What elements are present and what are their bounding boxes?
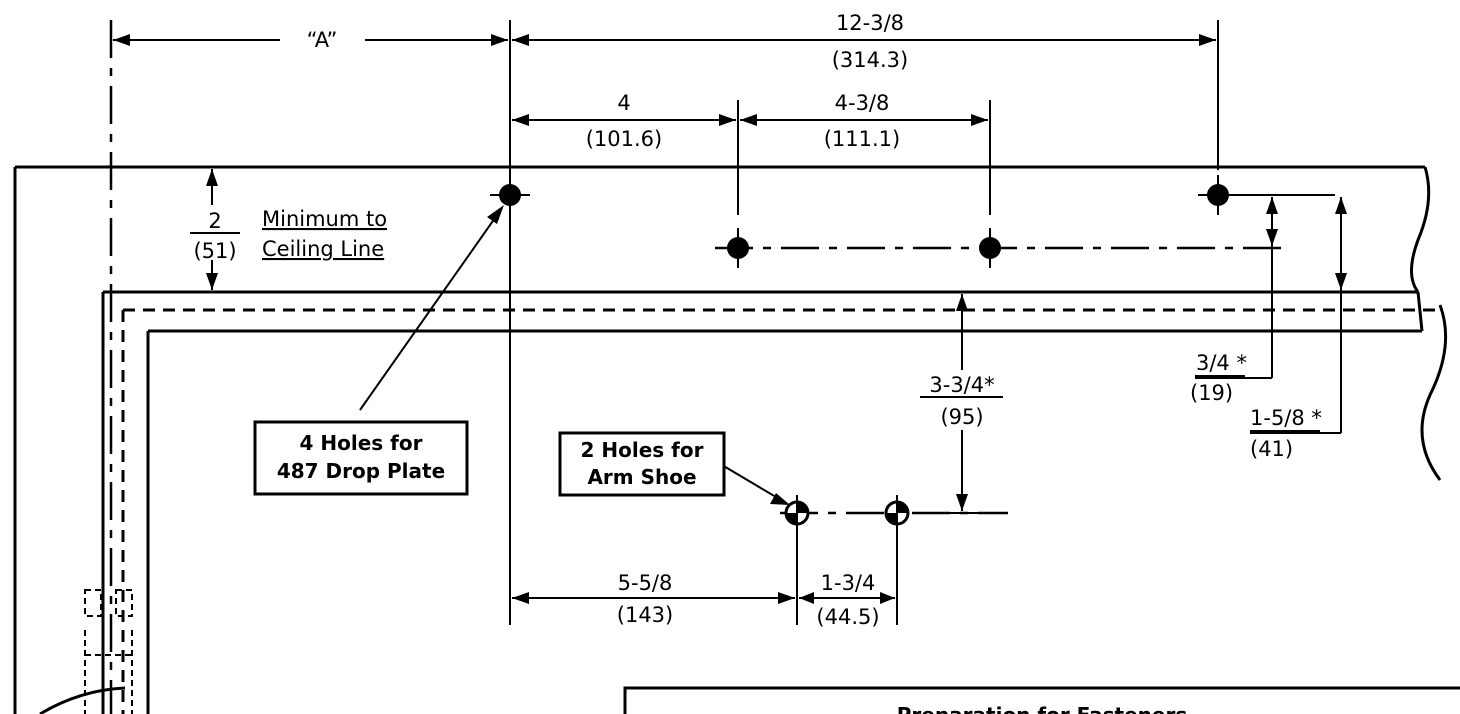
dimension-labels: “A” 12-3/8 (314.3) 4 (101.6) 4-3/8 (111.… — [193, 11, 1321, 629]
hole-marker — [784, 495, 810, 531]
dim-overall-mm: (314.3) — [832, 48, 909, 72]
dim-bottom1-in: 5-5/8 — [618, 571, 673, 595]
hole-marker — [490, 175, 530, 215]
dim-vert1-mm: (95) — [940, 405, 983, 429]
dim-vert3-mm: (41) — [1250, 437, 1293, 461]
ceiling-note-line1: Minimum to — [262, 207, 387, 231]
arm-shoe-line2: Arm Shoe — [587, 465, 696, 489]
dim-bottom2-mm: (44.5) — [816, 605, 879, 629]
dim-a-label: “A” — [307, 28, 338, 52]
dim-ceiling-in: 2 — [208, 209, 221, 233]
dim-vert2-mm: (19) — [1190, 381, 1233, 405]
dim-overall-in: 12-3/8 — [836, 11, 904, 35]
drop-plate-line1: 4 Holes for — [300, 431, 423, 455]
dimension-lines — [113, 34, 1347, 604]
ceiling-note-line2: Ceiling Line — [262, 237, 384, 261]
dim-bottom2-in: 1-3/4 — [821, 571, 876, 595]
dim-d1-mm: (101.6) — [586, 127, 663, 151]
drop-plate-callout: 4 Holes for 487 Drop Plate — [253, 420, 469, 496]
dim-vert1-in: 3-3/4* — [929, 373, 994, 397]
dim-d1-in: 4 — [617, 91, 630, 115]
fastener-table-title: Preparation for Fasteners — [897, 703, 1187, 714]
arm-shoe-callout: 2 Holes for Arm Shoe — [558, 431, 726, 497]
frame-outline — [13, 20, 1448, 714]
dim-ceiling-mm: (51) — [193, 239, 236, 263]
hole-marker — [884, 495, 910, 531]
extension-lines — [509, 20, 1335, 625]
hole-marker — [727, 228, 749, 268]
arm-shoe-line1: 2 Holes for — [581, 438, 704, 462]
hole-marker — [1198, 175, 1240, 215]
dim-d2-in: 4-3/8 — [835, 91, 890, 115]
hole-marker — [979, 228, 1001, 268]
dim-d2-mm: (111.1) — [824, 127, 901, 151]
arm-shoe-holes — [784, 495, 910, 531]
fastener-table: Preparation for Fasteners — [623, 686, 1460, 714]
fraction-bars — [190, 232, 1320, 432]
drop-plate-line2: 487 Drop Plate — [277, 459, 445, 483]
dim-vert3-in: 1-5/8 * — [1250, 406, 1322, 430]
drop-plate-holes — [490, 175, 1240, 268]
dim-vert2-in: 3/4 * — [1196, 351, 1247, 375]
dim-bottom1-mm: (143) — [617, 603, 673, 627]
